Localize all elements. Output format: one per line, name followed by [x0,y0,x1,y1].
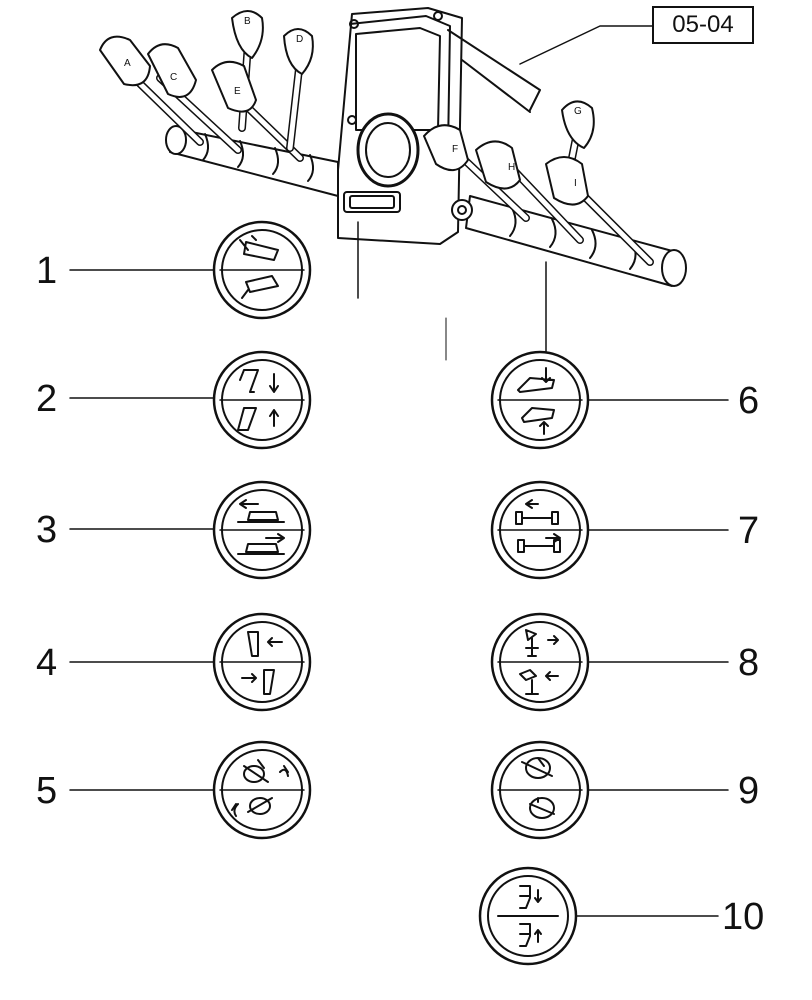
callout-number-7: 7 [738,510,760,552]
articulation-steer-icon [515,499,561,553]
lever-label-h: H [508,162,515,173]
callout-number-6: 6 [738,380,760,422]
callout-number-10: 10 [722,896,765,938]
reference-leader [519,25,653,65]
lever-label-c: C [170,72,177,83]
circle-rotate-icon [231,759,289,817]
callout-number-3: 3 [36,509,58,551]
circle-side-shift-icon [521,757,555,819]
valve-housing [337,7,541,245]
left-callout-leaders [69,269,215,791]
ripper-raise-lower-icon [519,885,542,947]
scarifier-raise-lower-icon [517,367,555,435]
callout-number-8: 8 [738,642,760,684]
reference-code-box: 05-04 [652,6,754,44]
decal-4 [212,612,312,712]
decal-1 [212,220,312,320]
right-levers [423,100,654,266]
left-levers [99,10,314,162]
decal-7 [490,480,590,580]
decal-3 [212,480,312,580]
decal-2 [212,350,312,450]
lever-label-g: G [574,106,582,117]
decal-9 [490,740,590,840]
blade-raise-lower-icon [239,235,279,299]
wheel-lean-icon [519,629,559,695]
callout-number-1: 1 [36,250,58,292]
decal-10 [478,866,578,966]
callout-number-2: 2 [36,378,58,420]
left-lever-shaft [165,125,339,197]
decal-8 [490,612,590,712]
blade-tilt-icon [237,369,279,431]
callout-number-5: 5 [36,770,58,812]
blade-angle-icon [241,631,283,695]
callout-number-9: 9 [738,770,760,812]
lever-label-f: F [452,144,458,155]
lever-label-b: B [244,16,251,27]
right-callout-leaders [575,399,729,917]
lever-label-a: A [124,58,131,69]
callout-number-4: 4 [36,642,58,684]
decal-6 [490,350,590,450]
lever-label-d: D [296,34,303,45]
decal-5 [212,740,312,840]
right-lever-shaft [451,195,687,287]
lever-label-e: E [234,86,241,97]
lever-label-i: I [574,178,577,189]
blade-side-shift-icon [237,499,285,555]
